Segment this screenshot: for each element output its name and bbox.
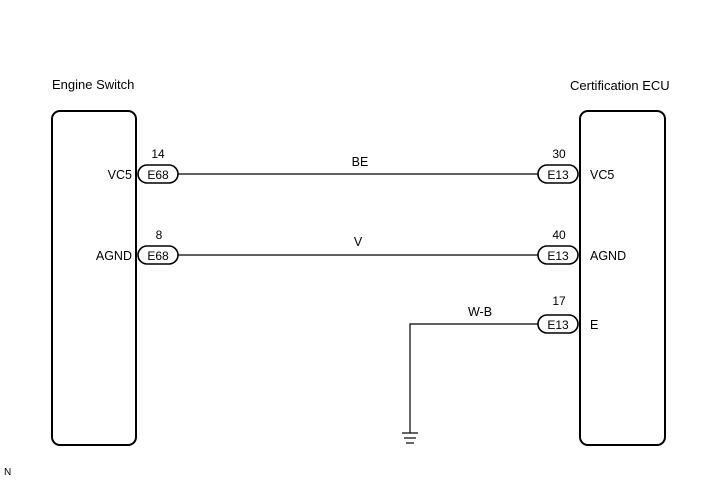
connector-code: E68	[147, 249, 169, 263]
signal-label: AGND	[590, 249, 626, 263]
certification-ecu-box	[579, 110, 666, 446]
connector-code: E13	[547, 168, 569, 182]
connector-code: E68	[147, 168, 169, 182]
pin-number: 14	[151, 147, 165, 161]
connector-pill	[537, 314, 579, 334]
wire-ground	[409, 323, 538, 433]
pin-number: 30	[552, 147, 566, 161]
wire-color-label: BE	[352, 155, 369, 169]
connector-code: E13	[547, 318, 569, 332]
pin-number: 8	[156, 228, 163, 242]
connector-code: E13	[547, 249, 569, 263]
pin-number: 17	[552, 294, 566, 308]
wire-color-label: W-B	[468, 305, 492, 319]
engine-switch-box	[51, 110, 137, 446]
connector-pill	[137, 245, 179, 265]
connector-pill	[137, 164, 179, 184]
signal-label: AGND	[96, 249, 132, 263]
connector-pill	[537, 164, 579, 184]
connector-pill	[537, 245, 579, 265]
signal-label: VC5	[590, 168, 614, 182]
ground-icon	[402, 432, 418, 444]
pin-number: 40	[552, 228, 566, 242]
signal-label: VC5	[108, 168, 132, 182]
footer-code: N	[4, 467, 11, 478]
right-component-title: Certification ECU	[570, 78, 670, 93]
wire-color-label: V	[354, 235, 363, 249]
left-component-title: Engine Switch	[52, 77, 134, 92]
signal-label: E	[590, 318, 598, 332]
